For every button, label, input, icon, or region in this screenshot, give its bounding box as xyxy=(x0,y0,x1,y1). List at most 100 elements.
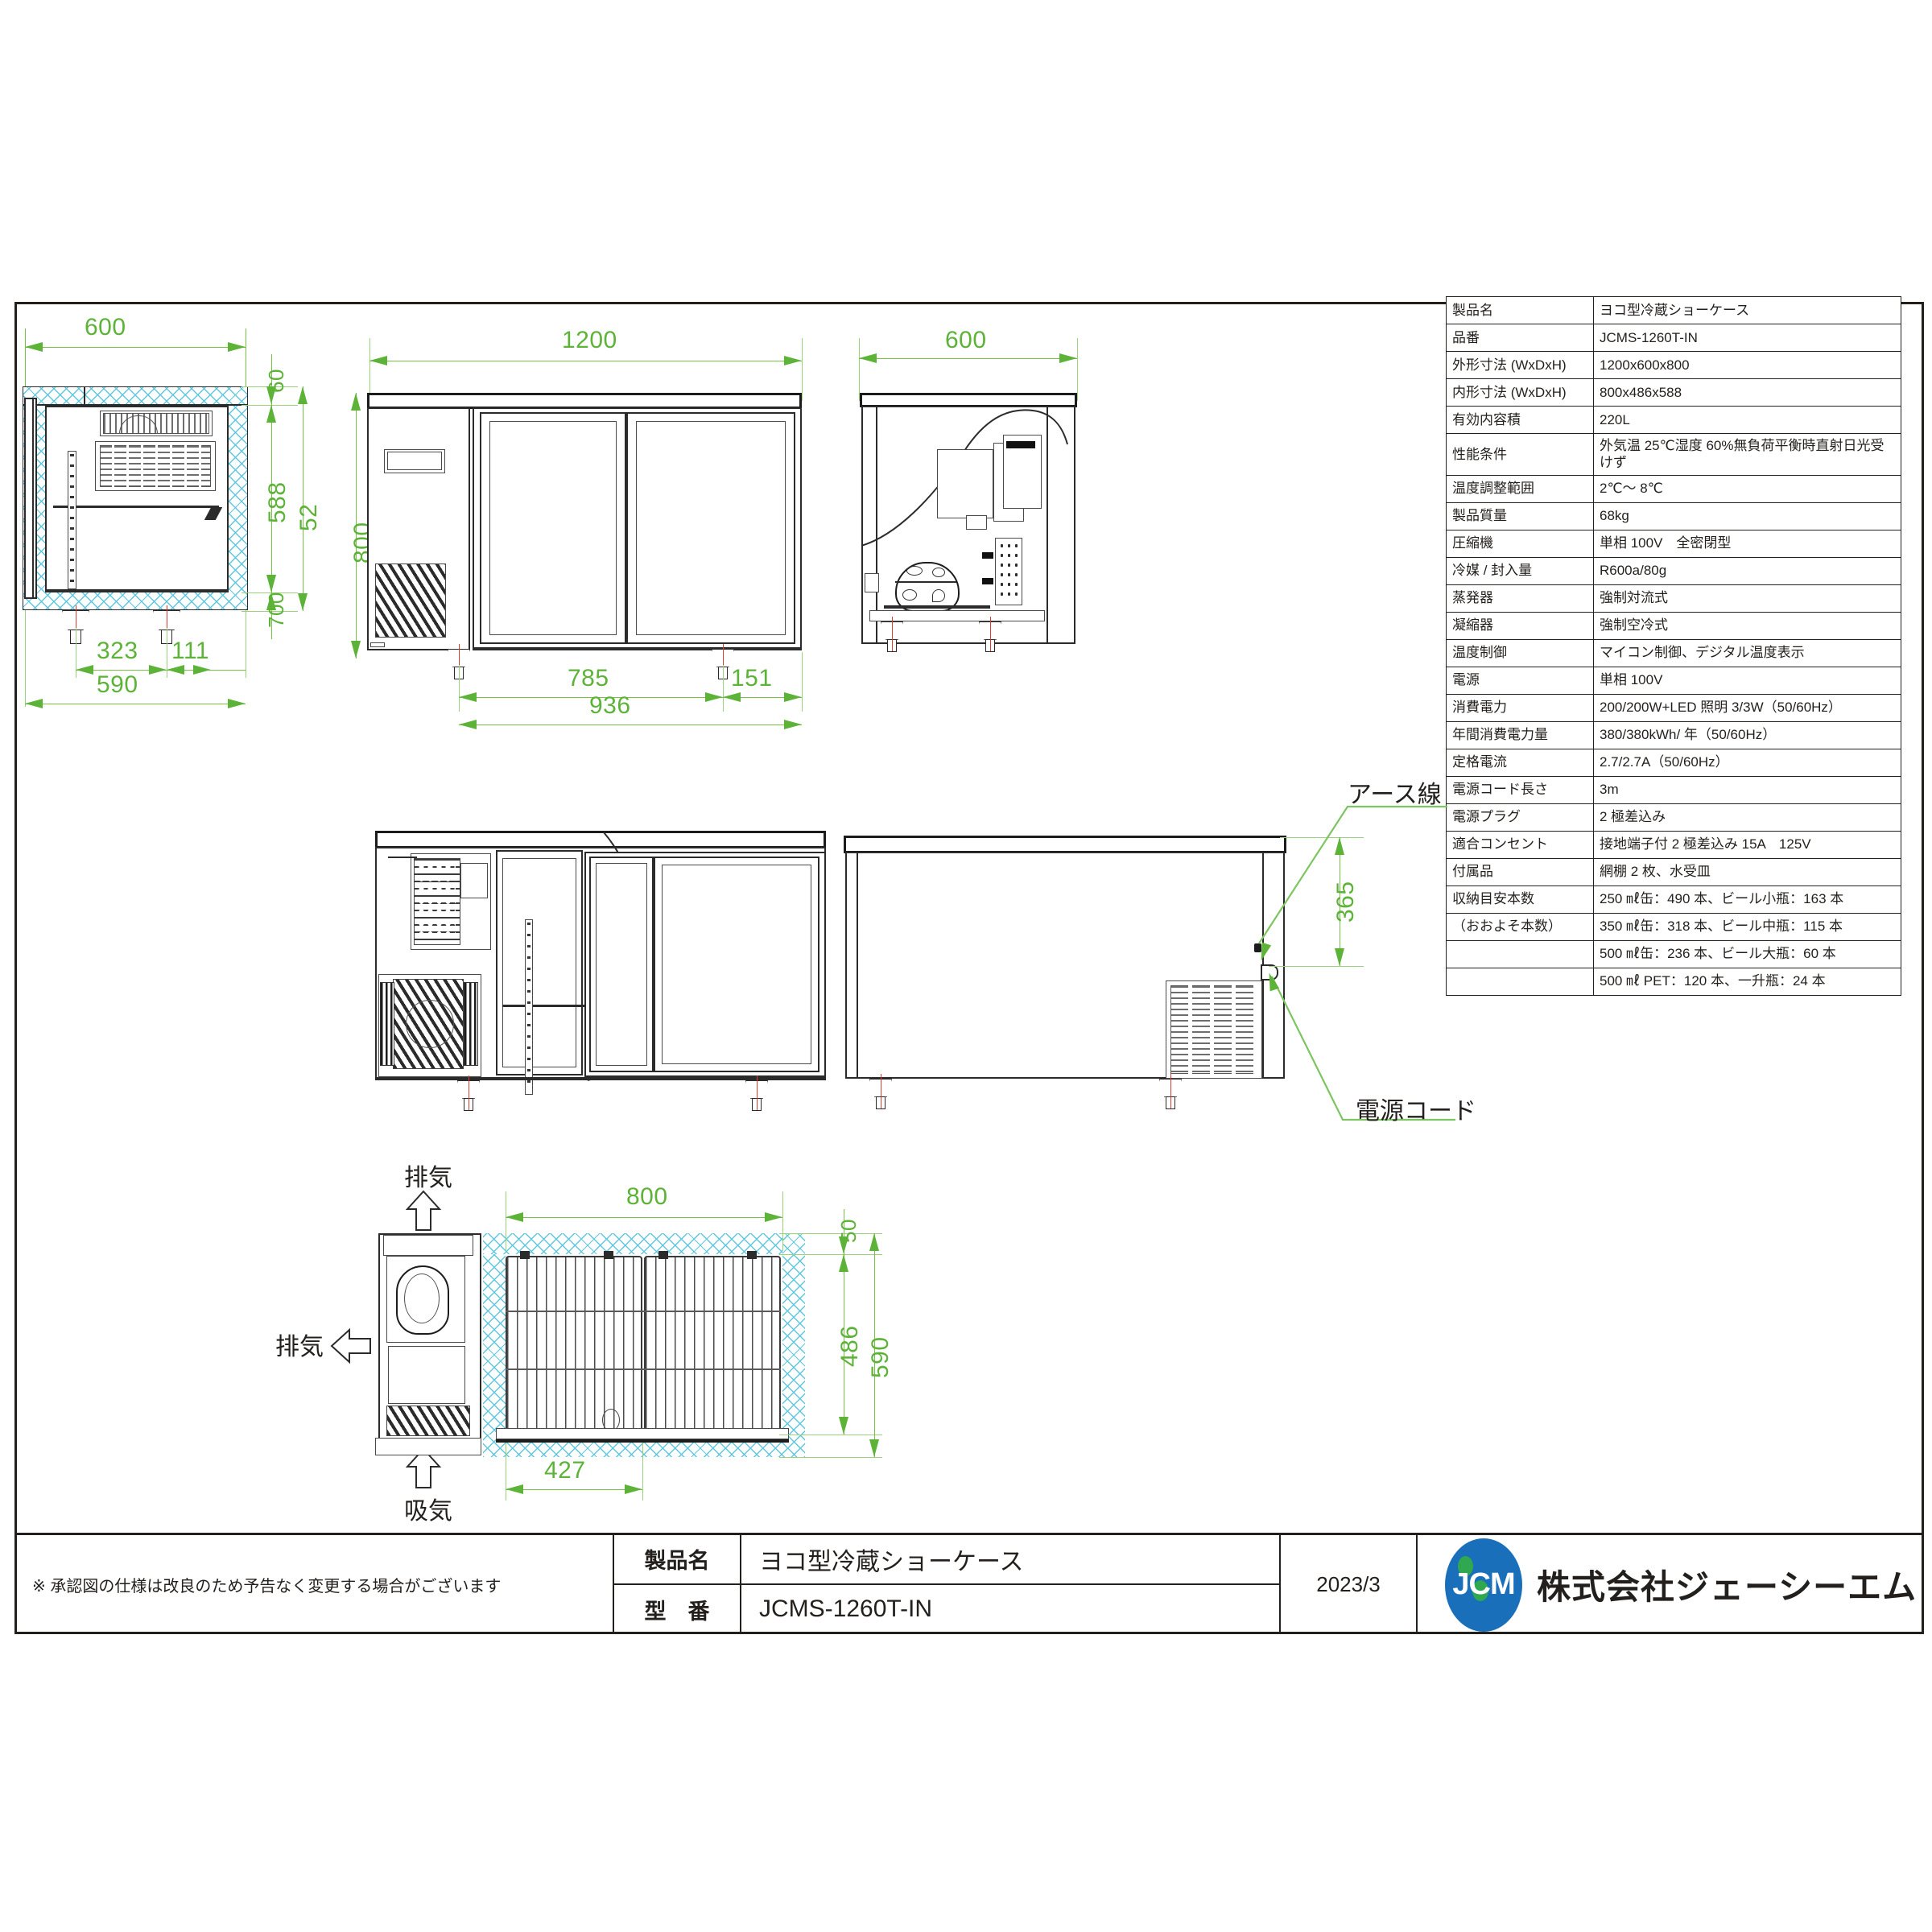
dim-50: 50 xyxy=(836,1219,861,1243)
ext-line xyxy=(25,328,26,397)
label-exhaust-top: 排気 xyxy=(404,1165,452,1191)
label-product-name: 製品名 xyxy=(614,1535,740,1585)
arrow xyxy=(76,665,93,675)
earth-terminal xyxy=(1254,943,1261,952)
dim-323: 323 xyxy=(97,638,138,664)
door-sill xyxy=(473,647,802,650)
shelf-clip-1 xyxy=(520,1251,530,1259)
ext-line xyxy=(459,665,460,712)
spec-row: （おおよそ本数）350 ㎖缶：318 本、ビール中瓶：115 本 xyxy=(1446,912,1901,941)
top-panel-step xyxy=(84,386,85,404)
spec-key: 温度調整範囲 xyxy=(1446,474,1594,503)
ext-line xyxy=(369,338,370,401)
arrow xyxy=(228,342,246,352)
ext-line xyxy=(859,338,860,401)
machine-base-plan xyxy=(375,1438,481,1455)
title-block-note: ※ 承認図の仕様は改良のため予告なく変更する場合がございます xyxy=(14,1535,614,1634)
dim-line-600 xyxy=(25,347,246,348)
leg-rear-left xyxy=(869,1074,892,1109)
view-rear-elevation: 365 アース線 電源コード xyxy=(821,765,1476,1135)
spec-key: 圧縮機 xyxy=(1446,529,1594,558)
closed-door-right-glass xyxy=(662,865,811,1064)
spec-value: ヨコ型冷蔵ショーケース xyxy=(1593,296,1901,324)
compressor-foot-1 xyxy=(902,589,917,601)
jcm-logo-icon: JCM xyxy=(1445,1538,1522,1632)
dim-line-323 xyxy=(76,670,167,671)
side-wall-right xyxy=(1046,406,1048,644)
spec-value: 強制空冷式 xyxy=(1593,611,1901,640)
spec-value: 外気温 25℃湿度 60%無負荷平衡時直射日光受けず xyxy=(1593,433,1901,476)
dim-line-151 xyxy=(723,697,802,698)
bottom-sill-section xyxy=(375,1077,826,1080)
title-block-company: JCM 株式会社ジェーシーエム xyxy=(1418,1535,1924,1634)
arrow xyxy=(859,353,877,363)
spec-value: 単相 100V xyxy=(1593,666,1901,695)
shelf-cross-rail-2 xyxy=(506,1368,781,1370)
spec-key: 定格電流 xyxy=(1446,748,1594,777)
arrow xyxy=(1059,353,1077,363)
compressor xyxy=(895,562,960,612)
insulation-plan-top xyxy=(483,1233,805,1254)
ext-line xyxy=(242,611,298,612)
arrow xyxy=(784,356,802,365)
compressor-band xyxy=(895,581,956,583)
arrow xyxy=(869,1233,879,1251)
dim-line-800 xyxy=(506,1217,782,1218)
door-track xyxy=(496,1428,789,1439)
spec-row: 付属品網棚 2 枚、水受皿 xyxy=(1446,857,1901,886)
arrow xyxy=(765,1212,782,1222)
arrow xyxy=(298,593,308,611)
title-block-date: 2023/3 xyxy=(1281,1535,1418,1634)
dim-590: 590 xyxy=(97,671,138,698)
spec-value: 網棚 2 枚、水受皿 xyxy=(1593,857,1901,886)
spec-key: 冷媒 / 封入量 xyxy=(1446,556,1594,585)
ext-line xyxy=(25,610,26,707)
rear-left-edge xyxy=(857,852,858,1079)
arrow xyxy=(784,720,802,729)
arrow xyxy=(351,641,361,658)
counter-top xyxy=(367,393,802,409)
wire-shelf-right xyxy=(644,1256,781,1435)
power-cord-grommet xyxy=(1261,964,1278,980)
dim-427: 427 xyxy=(544,1457,586,1484)
arrow xyxy=(506,1484,523,1494)
side-wall-left xyxy=(876,406,877,644)
spec-key: 電源コード長さ xyxy=(1446,775,1594,804)
arrow xyxy=(869,1439,879,1457)
arrow xyxy=(351,393,361,411)
dryer-2 xyxy=(982,578,993,584)
arrow xyxy=(784,692,802,702)
spec-key: 適合コンセント xyxy=(1446,830,1594,859)
arrow xyxy=(25,699,43,708)
closed-door-left-glass xyxy=(596,863,647,1066)
leader-power-cord xyxy=(1271,976,1455,1121)
spec-value: 500 ㎖缶：236 本、ビール大瓶：60 本 xyxy=(1593,939,1901,968)
dryer-1 xyxy=(982,552,993,559)
spec-value: 250 ㎖缶：490 本、ビール小瓶：163 本 xyxy=(1593,885,1901,914)
spec-key: 外形寸法 (WxDxH) xyxy=(1446,351,1594,379)
machine-top-plate xyxy=(383,1235,473,1256)
dim-line-588 xyxy=(271,405,272,592)
logo-text: JCM xyxy=(1452,1567,1515,1601)
compressor-port-2 xyxy=(932,568,945,577)
control-panel-inner xyxy=(387,452,442,470)
logo-dot-lower xyxy=(1472,1579,1488,1601)
spec-row: 凝縮器強制空冷式 xyxy=(1446,611,1901,640)
arrow xyxy=(266,592,276,610)
dim-line-52 xyxy=(271,592,272,639)
arrow xyxy=(193,665,211,675)
dim-785: 785 xyxy=(568,665,609,691)
door-rail-front xyxy=(496,1438,789,1443)
door-gasket xyxy=(32,398,34,599)
ext-line xyxy=(1269,966,1364,967)
arrow xyxy=(723,692,741,702)
spec-key: 品番 xyxy=(1446,324,1594,352)
ext-line xyxy=(1077,338,1078,401)
shelf-section xyxy=(502,1005,612,1007)
value-product-name: ヨコ型冷蔵ショーケース xyxy=(741,1535,1279,1585)
insulation-plan-left xyxy=(483,1233,506,1457)
dim-111: 111 xyxy=(171,638,210,664)
